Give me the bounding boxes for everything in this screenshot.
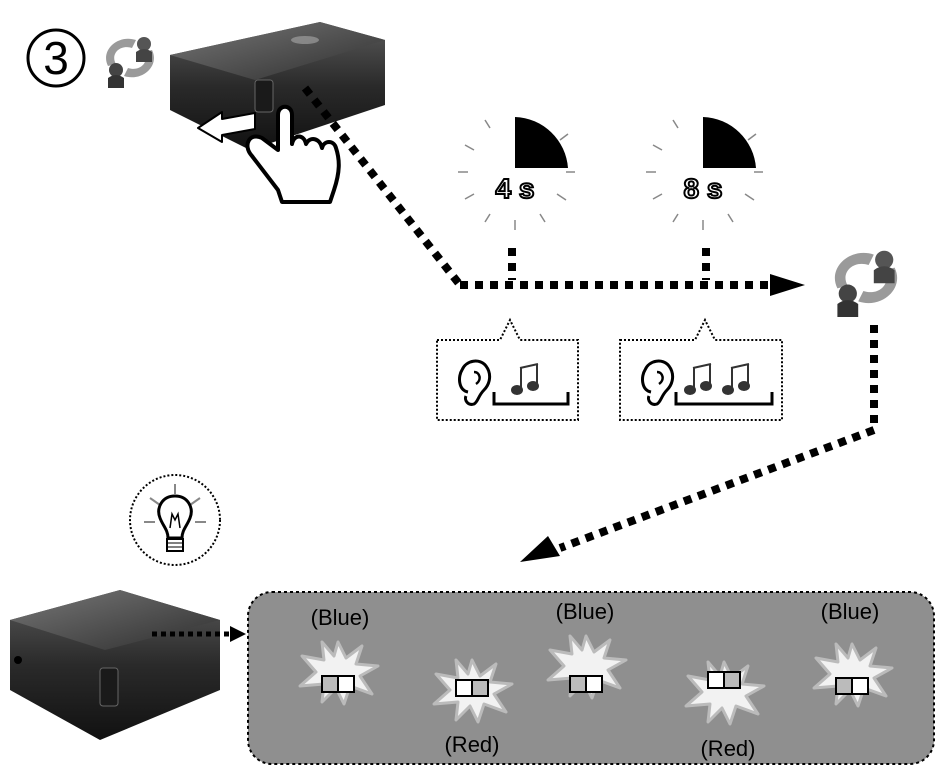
- lightbulb-icon: [130, 475, 220, 565]
- arrow-to-led-panel: [520, 536, 560, 562]
- timer-label-4s: 4 s: [496, 173, 535, 204]
- pairing-icon: [835, 251, 897, 317]
- led-color-label-5: (Blue): [821, 599, 880, 624]
- sound-cue-box-single: [437, 320, 578, 420]
- step-number: 3: [43, 32, 69, 84]
- step-number-badge: 3: [28, 30, 84, 86]
- timer-label-8s: 8 s: [684, 173, 723, 204]
- bluetooth-device-bottom: [10, 590, 220, 740]
- arrow-to-pairing-icon: [770, 274, 805, 296]
- sound-cue-box-triple: [620, 320, 782, 420]
- timer-icon-8s: 8 s: [646, 117, 763, 230]
- power-switch: [255, 80, 273, 112]
- led-color-label-1: (Blue): [311, 605, 370, 630]
- led-color-label-4: (Red): [700, 736, 755, 761]
- led-color-label-3: (Blue): [556, 599, 615, 624]
- arrow-head-to-panel: [230, 626, 246, 642]
- led-color-label-2: (Red): [444, 732, 499, 757]
- timer-icon-4s: 4 s: [458, 117, 575, 230]
- pairing-icon: [106, 37, 154, 88]
